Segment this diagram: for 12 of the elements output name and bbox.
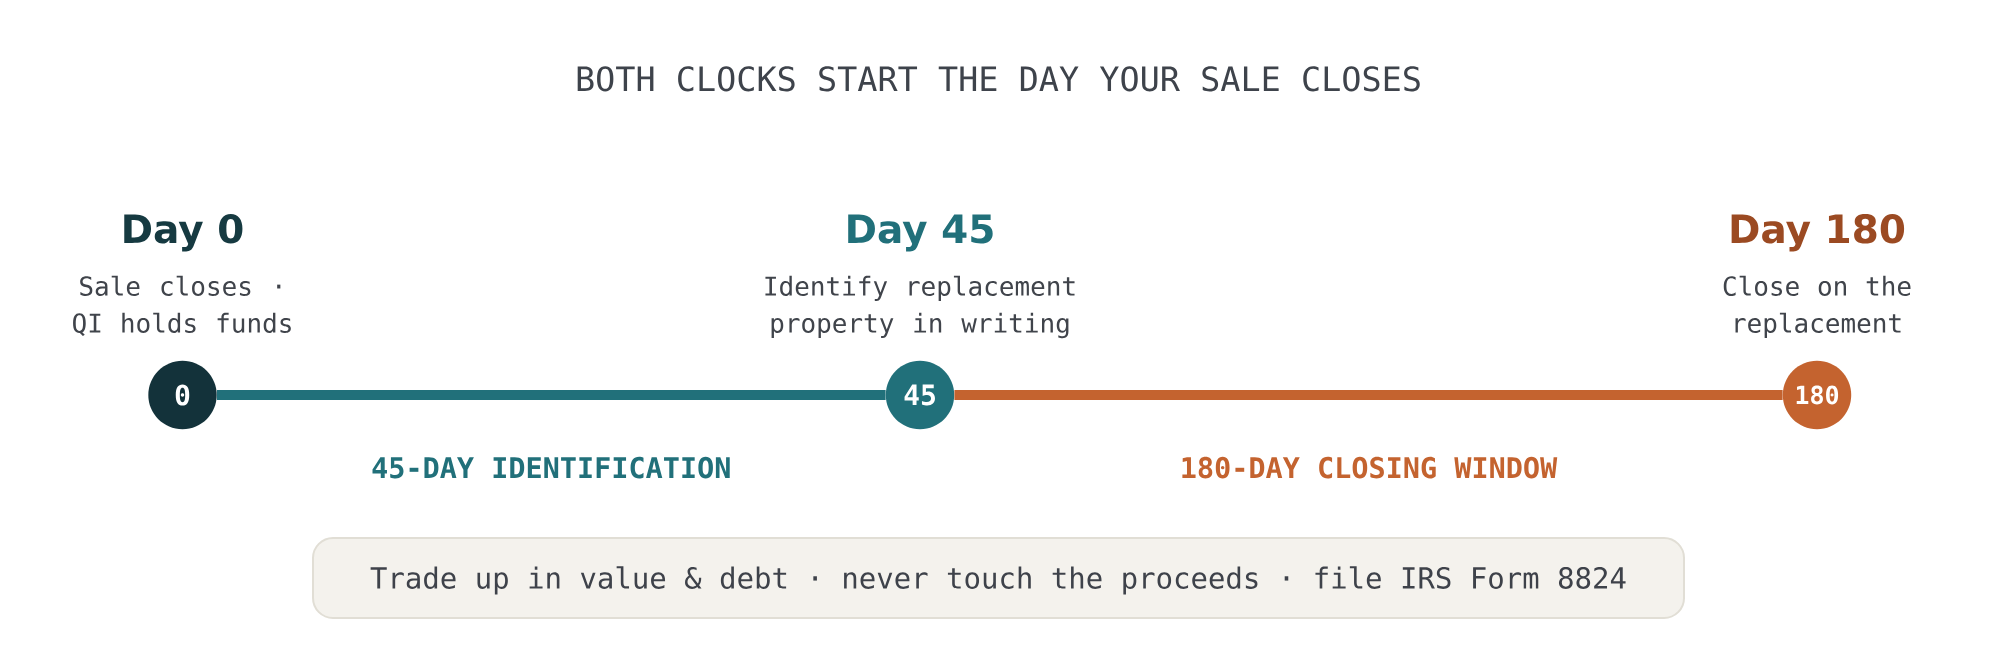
node-label: Close on the replacement xyxy=(1723,275,1911,338)
day-heading: Day 0 xyxy=(124,214,243,252)
note-box: Trade up in value & debt · never touch the proceeds · file IRS Form 8824 xyxy=(312,537,1685,619)
edge-label: 180-DAY CLOSING WINDOW xyxy=(1177,454,1560,481)
timeline-segment xyxy=(954,390,1783,400)
edge-label: 45-DAY IDENTIFICATION xyxy=(369,454,734,481)
node-label: Sale closes · QI holds funds xyxy=(73,275,291,337)
day-heading: Day 180 xyxy=(1731,214,1905,252)
title: BOTH CLOCKS START THE DAY YOUR SALE CLOSES xyxy=(577,66,1420,92)
day-heading: Day 45 xyxy=(848,214,993,252)
node-label: Identify replacement property in writing xyxy=(765,275,1075,339)
timeline-segment xyxy=(216,390,886,400)
